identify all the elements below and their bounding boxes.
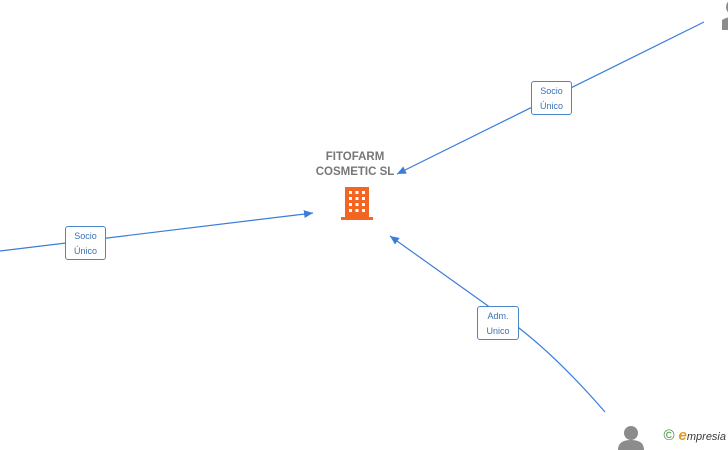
edge-label-line1: Socio: [74, 231, 97, 241]
edge-label-line2: Unico: [486, 326, 510, 336]
company-name-line1: FITOFARM: [325, 151, 385, 163]
edge-label-socio-unico-left[interactable]: Socio Único: [65, 226, 106, 260]
edge-label-line2: Único: [539, 101, 563, 111]
edge-label-line1: Adm.: [487, 311, 509, 321]
edge-line-socio-unico-left: [0, 210, 314, 252]
company-name[interactable]: FITOFARM COSMETIC SL: [290, 150, 420, 180]
building-icon[interactable]: [341, 187, 373, 220]
edge-label-line1: Socio: [540, 86, 563, 96]
person-icon-bottom-right[interactable]: [618, 426, 644, 450]
brand-name: empresia: [679, 427, 726, 444]
brand-watermark: © empresia: [663, 422, 726, 448]
edge-label-socio-unico-top[interactable]: Socio Único: [531, 81, 572, 115]
edge-line-adm-unico: [389, 235, 606, 413]
edge-label-line2: Único: [73, 246, 97, 256]
company-name-line2: COSMETIC SL: [315, 166, 395, 178]
edge-label-adm-unico[interactable]: Adm. Unico: [477, 306, 519, 340]
brand-e-logo: e: [678, 426, 687, 444]
copyright-symbol: ©: [663, 426, 675, 444]
brand-name-text: mpresia: [686, 430, 726, 443]
person-icon-top-right[interactable]: [722, 0, 728, 30]
